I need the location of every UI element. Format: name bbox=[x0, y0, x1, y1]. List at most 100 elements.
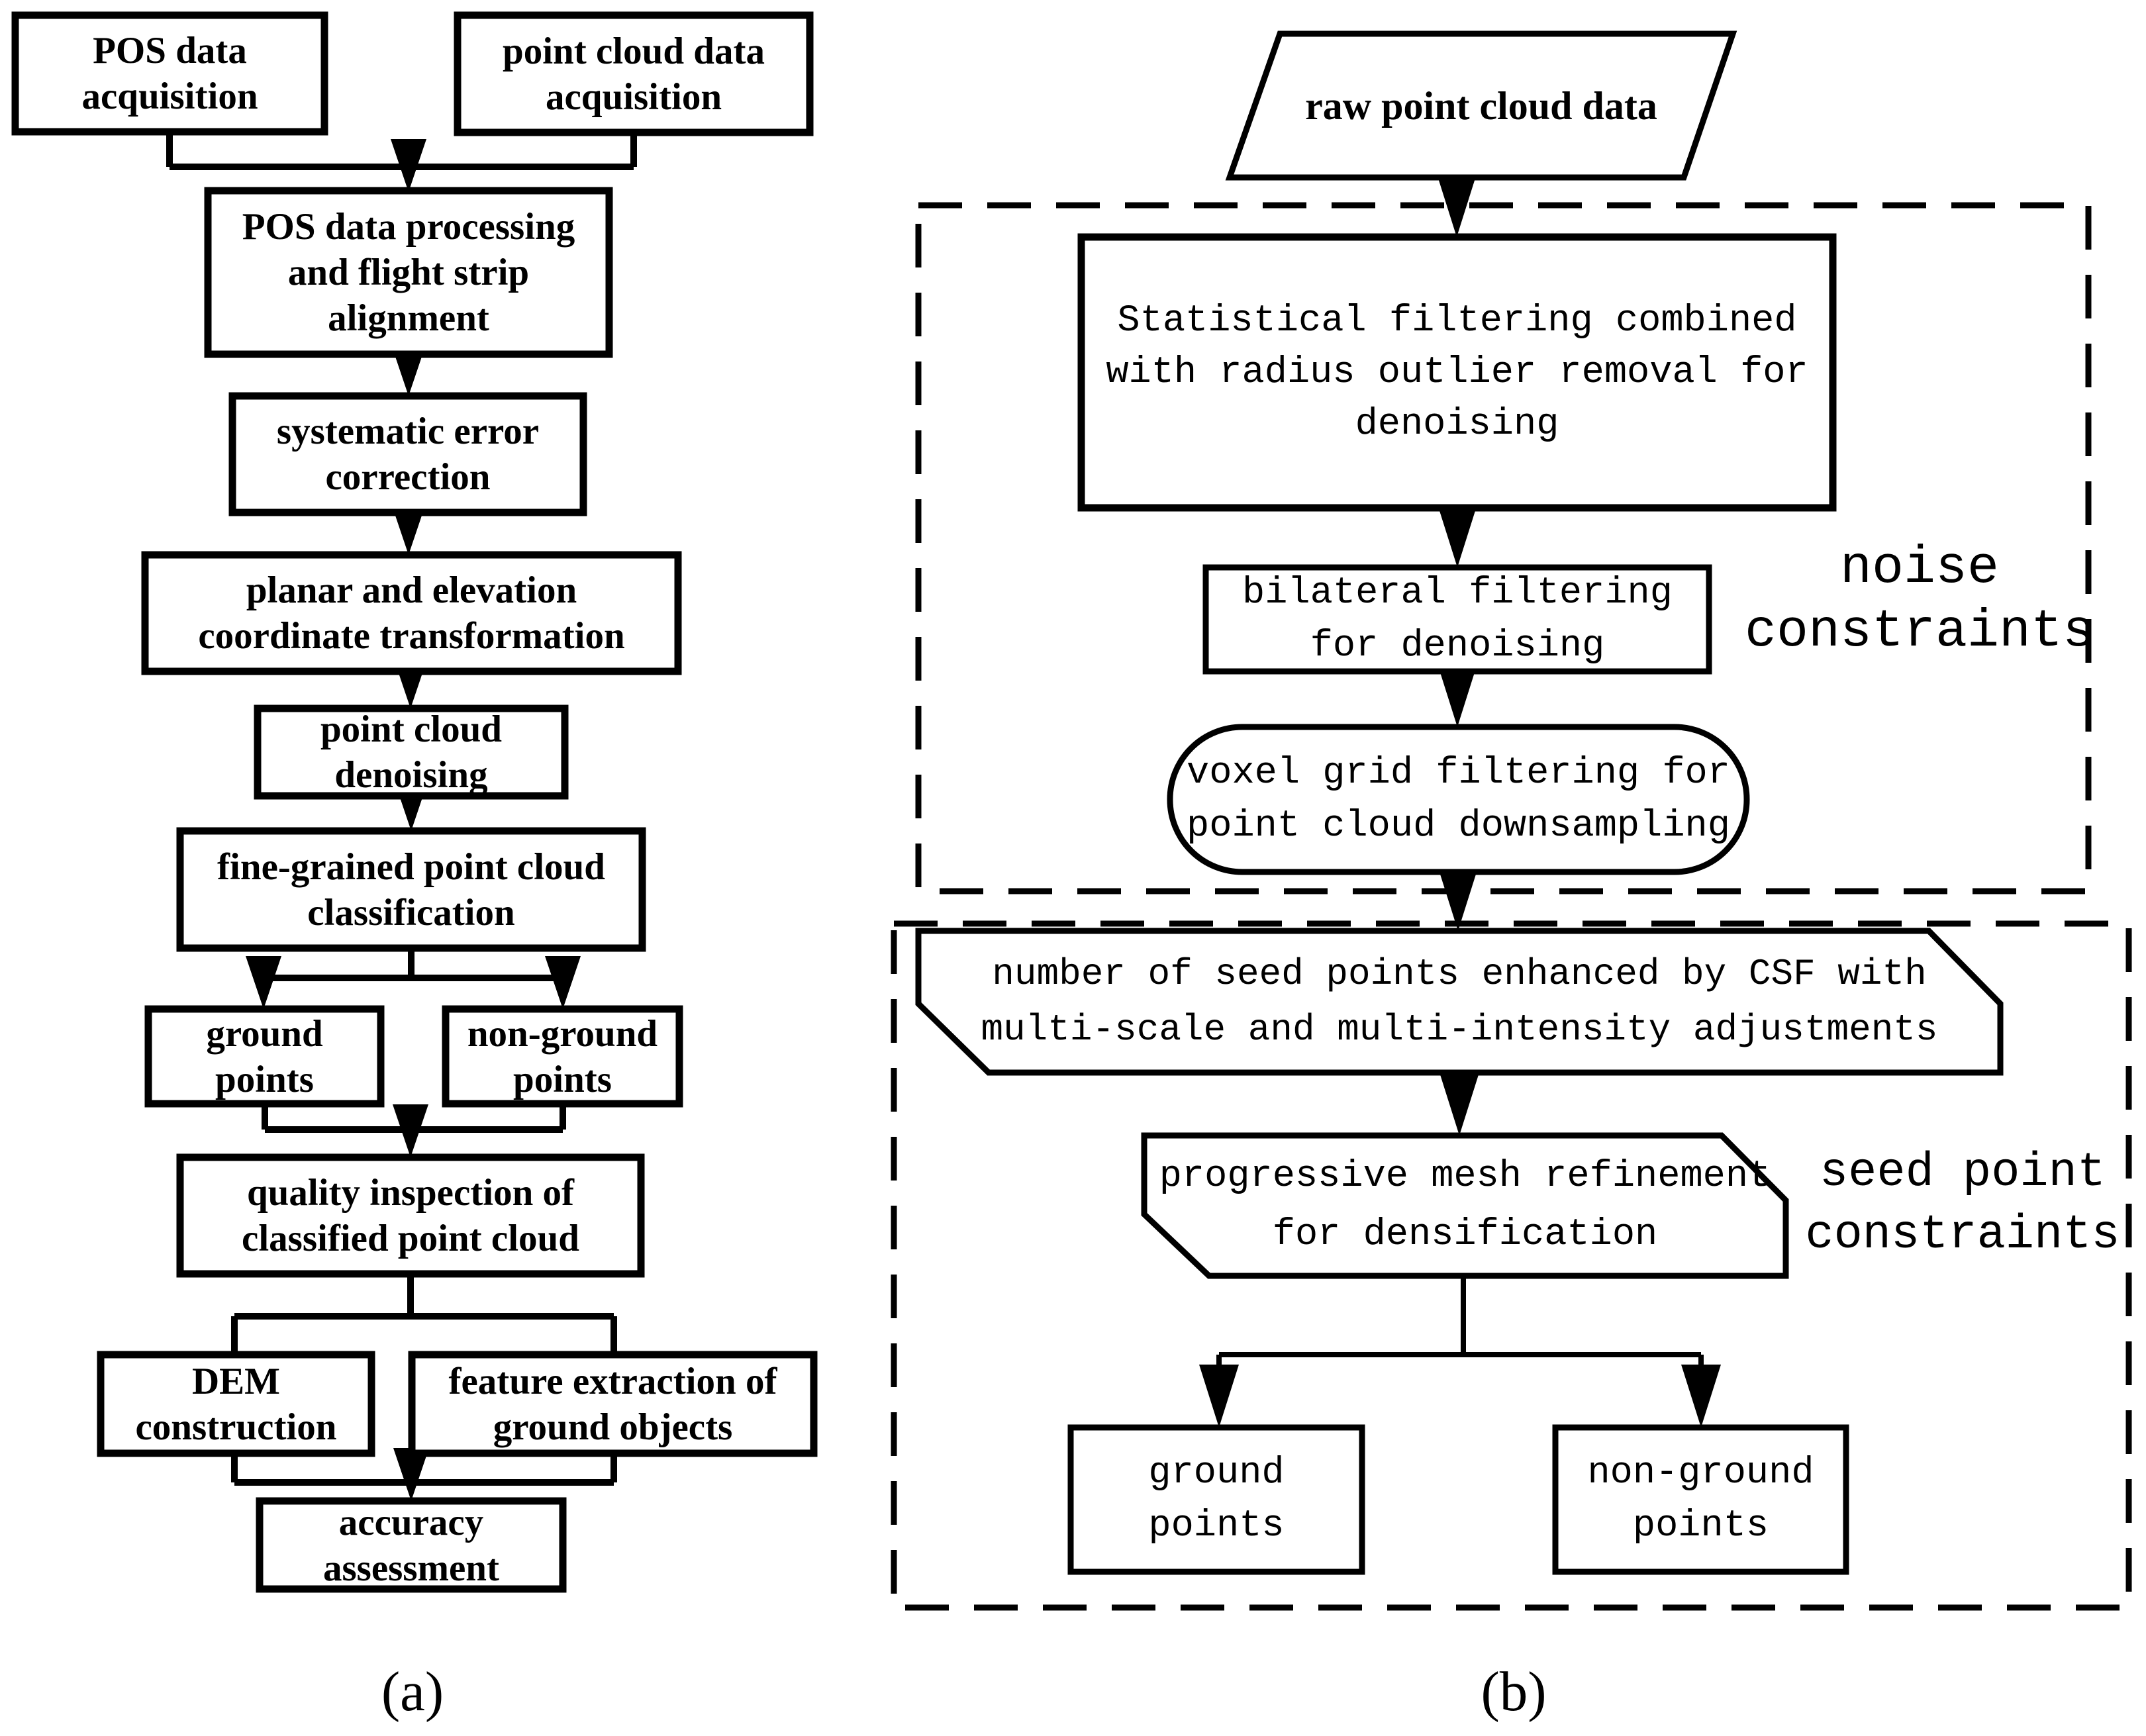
split-connector bbox=[260, 948, 566, 987]
node-label-line: construction bbox=[135, 1406, 337, 1448]
noise-constraints-region-box bbox=[915, 202, 2092, 894]
constraint-regions bbox=[891, 202, 2132, 1611]
node-pos-acquisition: POS data acquisition bbox=[15, 15, 324, 132]
arrowhead-icon bbox=[1681, 1365, 1721, 1427]
node-quality-inspection: quality inspection of classified point c… bbox=[180, 1157, 641, 1274]
node-voxel-grid-filtering: voxel grid filtering for point cloud dow… bbox=[1170, 727, 1747, 872]
node-non-ground-points-a: non-ground points bbox=[446, 1009, 679, 1104]
node-label-line: points bbox=[1148, 1505, 1285, 1547]
bilateral-filtering-box bbox=[1202, 564, 1712, 675]
node-label-line: point cloud data bbox=[503, 30, 765, 72]
node-accuracy-assessment: accuracy assessment bbox=[260, 1501, 563, 1589]
point-cloud-denoising-box bbox=[254, 704, 569, 800]
region-label-line: constraints bbox=[1744, 602, 2095, 662]
arrowhead-icon bbox=[393, 1448, 429, 1501]
statistical-filtering-box bbox=[1077, 233, 1837, 512]
panel-a-shapes bbox=[11, 11, 818, 1593]
node-label-line: voxel grid filtering for bbox=[1187, 751, 1730, 795]
node-label-line: acquisition bbox=[545, 75, 722, 118]
arrowhead-icon bbox=[1438, 868, 1478, 931]
node-label-line: points bbox=[215, 1058, 314, 1100]
node-label-line: raw point cloud data bbox=[1305, 83, 1657, 128]
node-pos-processing: POS data processing and flight strip ali… bbox=[208, 191, 609, 354]
node-label-line: for densification bbox=[1272, 1214, 1658, 1256]
node-label-line: quality inspection of bbox=[246, 1172, 575, 1214]
node-label-line: denoising bbox=[1355, 403, 1559, 446]
node-label-line: and flight strip bbox=[287, 252, 530, 293]
node-statistical-filtering: Statistical filtering combined with radi… bbox=[1081, 237, 1833, 508]
node-label-line: POS data processing bbox=[242, 206, 575, 248]
arrowhead-icon bbox=[1199, 1365, 1239, 1427]
node-label-line: ground bbox=[1148, 1452, 1285, 1494]
node-label-line: bilateral filtering bbox=[1242, 571, 1673, 614]
node-label-line: multi-scale and multi-intensity adjustme… bbox=[981, 1008, 1938, 1051]
accuracy-assessment-box bbox=[256, 1497, 567, 1593]
coordinate-transformation-box bbox=[141, 551, 682, 675]
split-connector bbox=[231, 1274, 617, 1355]
node-label-line: for denoising bbox=[1310, 624, 1605, 667]
seed-point-constraints-label: seed point constraints bbox=[1764, 1137, 2146, 1270]
node-label-line: POS data bbox=[93, 30, 247, 72]
node-label-line: correction bbox=[325, 456, 491, 498]
region-label-line: constraints bbox=[1805, 1208, 2120, 1262]
node-label-line: point cloud downsampling bbox=[1187, 804, 1730, 847]
arrowhead-icon bbox=[1438, 505, 1477, 567]
feature-extraction-box bbox=[408, 1351, 818, 1457]
panel-b-label: (b) bbox=[1414, 1652, 1613, 1731]
node-label-line: assessment bbox=[323, 1547, 499, 1589]
node-label-line: denoising bbox=[334, 754, 488, 796]
panel-b-shapes bbox=[915, 30, 2004, 1575]
raw-point-cloud-parallelogram bbox=[1225, 30, 1737, 181]
non-ground-points-box-a bbox=[442, 1005, 683, 1108]
merge-connector bbox=[262, 1104, 566, 1133]
quality-inspection-box bbox=[176, 1153, 645, 1278]
node-label-line: coordinate transformation bbox=[198, 615, 625, 657]
non-ground-points-box-b bbox=[1552, 1424, 1849, 1575]
point-cloud-acquisition-box bbox=[454, 11, 814, 136]
arrowhead-icon bbox=[1438, 664, 1477, 727]
node-label-line: points bbox=[1632, 1505, 1769, 1547]
noise-constraints-label: noise constraints bbox=[1721, 534, 2118, 667]
node-label-line: non-ground bbox=[1587, 1452, 1814, 1494]
node-label-line: acquisition bbox=[81, 75, 258, 117]
arrowhead-icon bbox=[545, 956, 581, 1009]
node-label-line: with radius outlier removal for bbox=[1106, 351, 1808, 394]
node-label-line: classified point cloud bbox=[242, 1218, 579, 1259]
node-point-cloud-denoising: point cloud denoising bbox=[258, 708, 565, 796]
node-ground-points-b: ground points bbox=[1071, 1427, 1362, 1572]
merge-connector bbox=[231, 1453, 617, 1486]
node-dem-construction: DEM construction bbox=[101, 1355, 371, 1453]
arrowhead-icon bbox=[1437, 174, 1477, 237]
node-label-line: Statistical filtering combined bbox=[1117, 299, 1797, 342]
node-raw-point-cloud: raw point cloud data bbox=[1230, 34, 1733, 177]
ground-points-box-a bbox=[144, 1005, 385, 1108]
node-label-line: accuracy bbox=[338, 1501, 484, 1543]
fine-grained-classification-box bbox=[176, 827, 646, 952]
pos-processing-box bbox=[204, 187, 613, 358]
node-coordinate-transformation: planar and elevation coordinate transfor… bbox=[145, 555, 678, 671]
node-label-line: ground objects bbox=[493, 1406, 733, 1448]
node-label-line: planar and elevation bbox=[246, 569, 577, 611]
panel-label-text: (b) bbox=[1481, 1661, 1547, 1723]
node-label-line: points bbox=[513, 1058, 612, 1100]
node-non-ground-points-b: non-ground points bbox=[1555, 1427, 1846, 1572]
dem-construction-box bbox=[97, 1351, 375, 1457]
arrowhead-icon bbox=[393, 1104, 428, 1157]
node-label-line: number of seed points enhanced by CSF wi… bbox=[992, 953, 1927, 995]
node-label-line: alignment bbox=[328, 297, 489, 339]
seed-csf-card bbox=[915, 928, 2004, 1076]
pos-acquisition-box bbox=[11, 11, 328, 136]
node-point-cloud-acquisition: point cloud data acquisition bbox=[458, 15, 810, 132]
ground-points-box-b bbox=[1067, 1424, 1365, 1575]
arrowhead-icon bbox=[246, 956, 281, 1009]
node-progressive-mesh: progressive mesh refinement for densific… bbox=[1144, 1135, 1786, 1276]
split-connector bbox=[1216, 1276, 1704, 1380]
progressive-mesh-card bbox=[1141, 1132, 1789, 1279]
arrowhead-icon bbox=[391, 139, 426, 192]
node-label-line: feature extraction of bbox=[448, 1360, 777, 1402]
voxel-grid-stadium bbox=[1167, 724, 1750, 875]
node-seed-csf: number of seed points enhanced by CSF wi… bbox=[918, 931, 2000, 1073]
arrowhead-icon bbox=[1439, 1073, 1479, 1135]
